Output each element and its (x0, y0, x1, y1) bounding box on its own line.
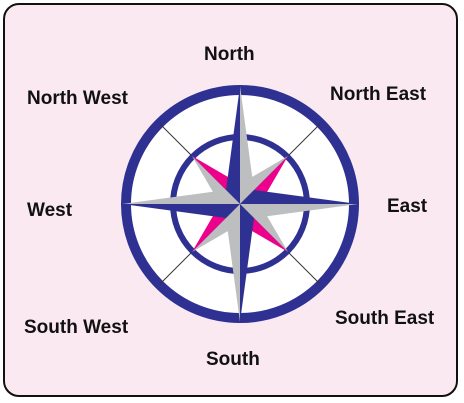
label-south-west: South West (24, 317, 128, 339)
label-north: North (204, 44, 255, 66)
label-south-east: South East (335, 308, 434, 330)
label-north-east: North East (330, 84, 426, 106)
label-south: South (206, 349, 260, 371)
label-west: West (27, 200, 72, 222)
label-north-west: North West (27, 88, 128, 110)
label-east: East (387, 196, 427, 218)
